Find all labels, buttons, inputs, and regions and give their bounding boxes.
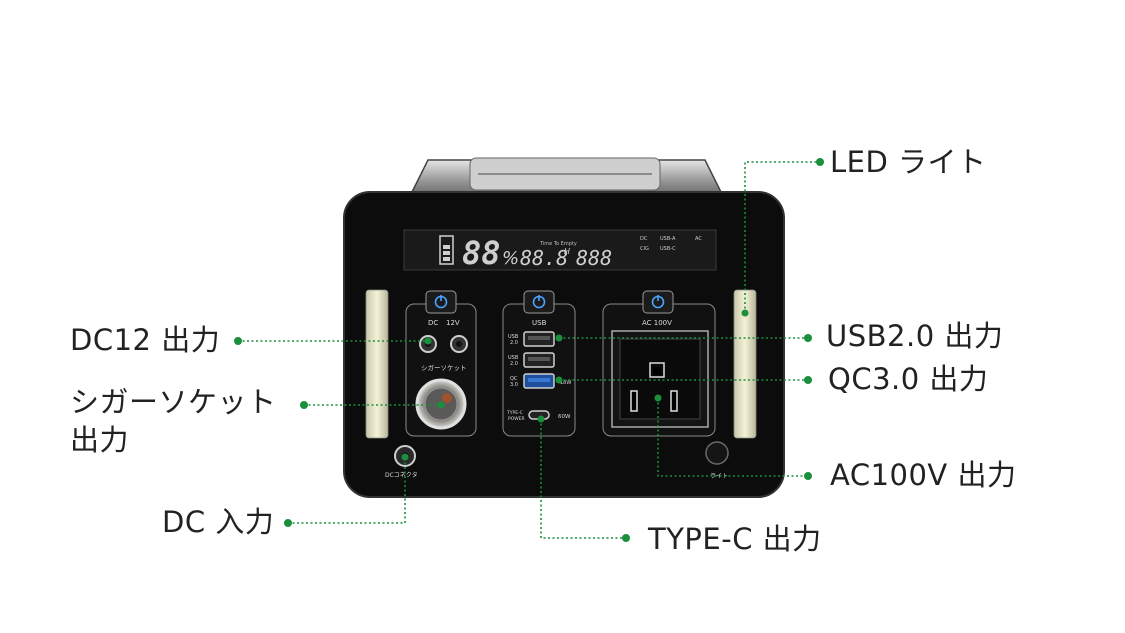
cigar-label: シガーソケット — [421, 363, 467, 372]
indicator-usbc: USB-C — [660, 246, 676, 252]
dc-connector-label: DCコネクタ — [385, 471, 418, 479]
leader-dots — [234, 158, 824, 542]
usb-panel: USB USB 2.0 USB 2.0 QC 3.0 18W TYPE-C PO… — [502, 290, 576, 437]
ac-label: AC 100V — [642, 319, 672, 327]
callout-led-light: LED ライト — [830, 145, 987, 179]
callout-ac100v-output: AC100V 出力 — [830, 458, 1017, 492]
leader-dc-input — [288, 457, 406, 524]
time-label: Time To Empty — [539, 241, 577, 247]
percent-sign: % — [502, 248, 519, 269]
carry-handle — [406, 157, 727, 201]
callout-cigar-line-1: シガーソケット — [70, 385, 277, 419]
ac-panel: AC 100V — [602, 290, 716, 437]
typec-label-power: POWER — [508, 416, 525, 422]
usb-label: USB — [532, 319, 547, 327]
callout-qc3-output: QC3.0 出力 — [828, 362, 989, 396]
leader-typec — [540, 419, 626, 539]
typec-label: TYPE-C — [506, 410, 523, 416]
watt-value: 888 — [576, 246, 612, 270]
callout-cigar-line-2: 出力 — [70, 423, 130, 457]
callout-dc-input: DC 入力 — [162, 505, 275, 539]
qc-watt: 18W — [560, 380, 571, 386]
leader-led — [744, 161, 820, 313]
qc-label-version: 3.0 — [510, 382, 518, 388]
led-light-left — [365, 289, 389, 439]
indicator-dc: DC — [640, 236, 648, 242]
lcd-display: 88 % Time To Empty 88.8 H 888 DC USB-A A… — [403, 229, 717, 272]
dc-power-button[interactable] — [425, 290, 457, 314]
callout-usb2-output: USB2.0 出力 — [826, 319, 1004, 353]
light-button[interactable] — [705, 441, 729, 465]
callout-typec-output: TYPE-C 出力 — [648, 522, 822, 556]
indicator-cig: CIG — [640, 246, 649, 252]
ac-power-button[interactable] — [642, 290, 674, 314]
light-label: ライト — [710, 473, 728, 480]
battery-icon — [439, 235, 454, 265]
qc-label: QC — [510, 376, 518, 382]
leader-lines — [238, 161, 820, 539]
indicator-usba: USB-A — [660, 236, 676, 242]
usb2-b-label-version: 2.0 — [510, 361, 518, 367]
typec-watt: 60W — [558, 414, 571, 420]
callout-dc12-output: DC12 出力 — [70, 323, 221, 357]
dc-voltage: 12V — [446, 319, 460, 327]
time-value: 88.8 — [520, 246, 568, 270]
callout-cigar-socket-output: シガーソケット 出力 — [70, 384, 277, 458]
dc-cigar-panel: DC 12V シガーソケット — [405, 290, 477, 437]
leader-ac100v — [657, 398, 808, 477]
usb2-a-label-version: 2.0 — [510, 340, 518, 346]
time-unit: H — [564, 247, 570, 256]
usb2-a-label: USB — [508, 334, 519, 340]
usb-power-button[interactable] — [523, 290, 555, 314]
indicator-ac: AC — [695, 236, 702, 242]
usb2-b-label: USB — [508, 355, 519, 361]
battery-percent: 88 — [462, 234, 501, 272]
dc-label: DC — [428, 319, 438, 327]
